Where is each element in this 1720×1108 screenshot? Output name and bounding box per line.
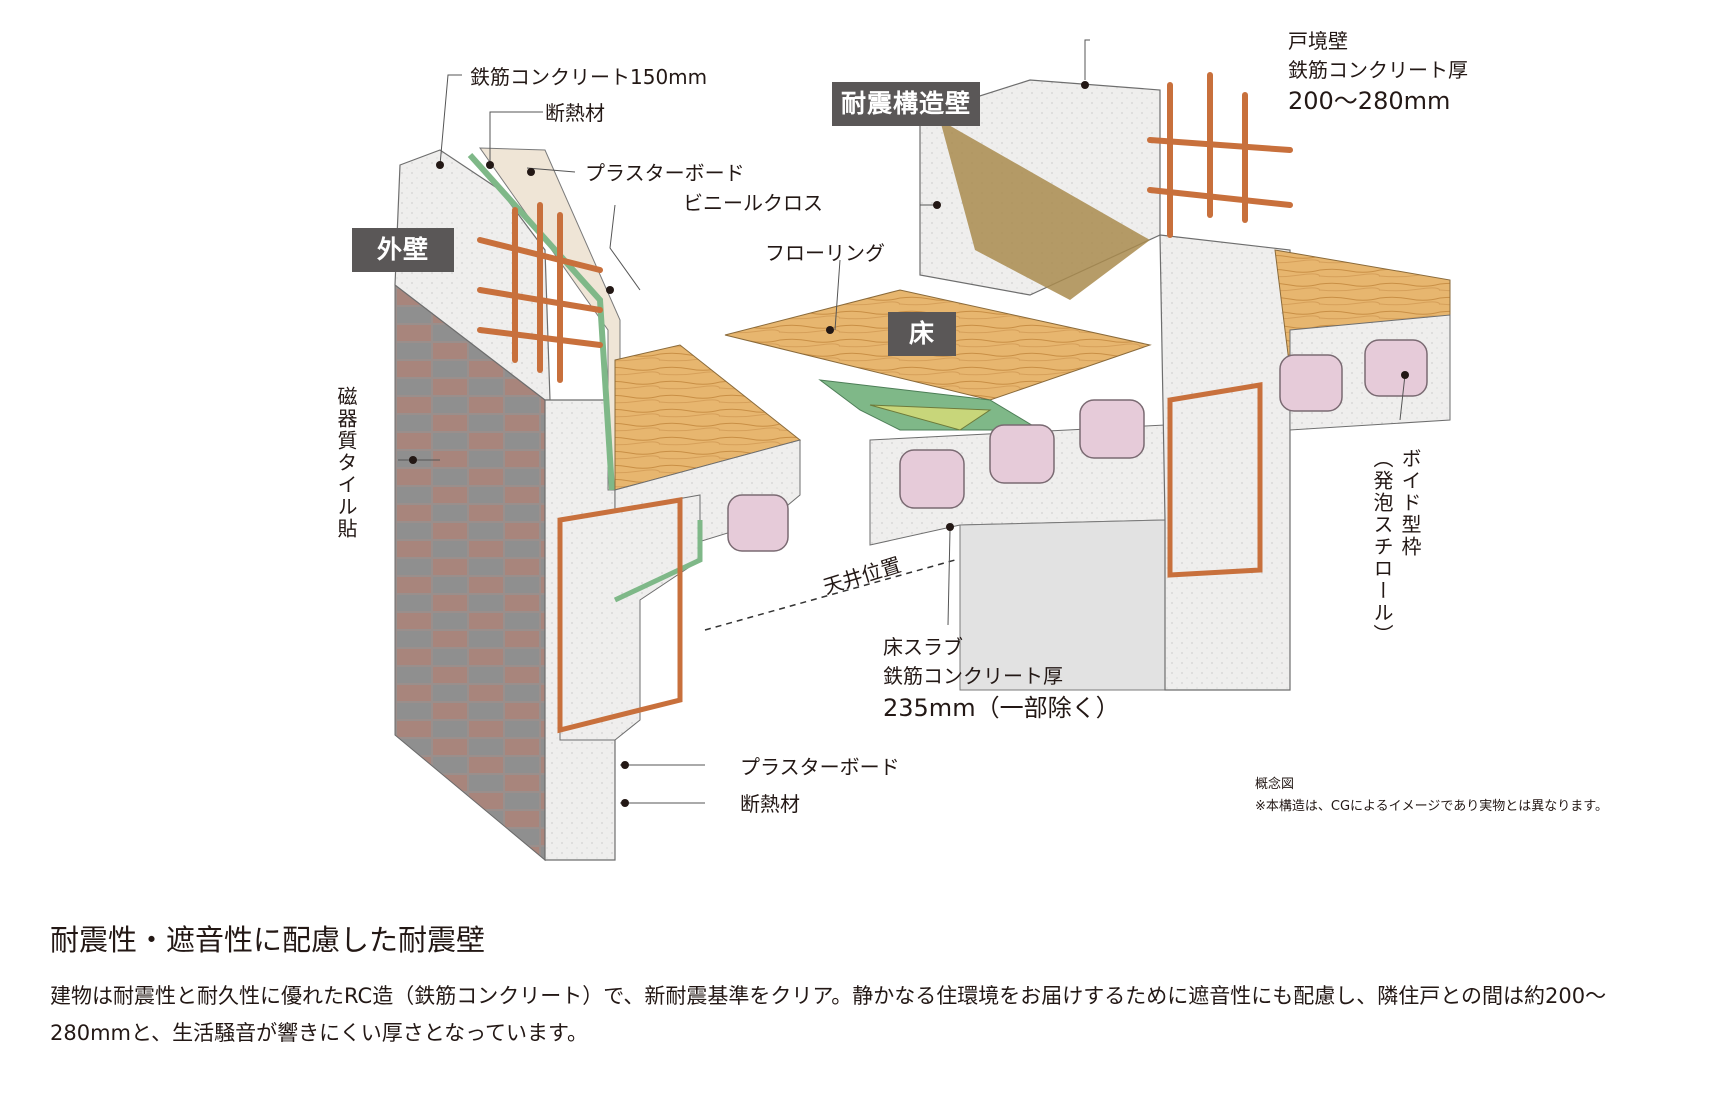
leader-dots [409, 81, 1409, 807]
label-lower-insulation: 断熱材 [740, 792, 800, 816]
label-vinyl-cloth: ビニールクロス [683, 191, 823, 215]
tag-floor: 床 [888, 312, 956, 356]
label-slab-size: 235mm（一部除く） [883, 694, 1120, 722]
label-slab-sub: 鉄筋コンクリート厚 [883, 664, 1063, 688]
label-tile: 磁器質タイル貼 [334, 386, 358, 540]
seismic-party-wall [919, 72, 1451, 691]
wall-structure-illustration [394, 39, 1451, 862]
tag-exterior-wall: 外壁 [352, 228, 454, 272]
leader-lines [398, 39, 1406, 804]
label-wall-concrete: 鉄筋コンクリート150mm [470, 65, 708, 89]
tag-seismic-wall: 耐震構造壁 [832, 82, 980, 126]
label-flooring: フローリング [765, 241, 885, 265]
caption-body: 建物は耐震性と耐久性に優れたRC造（鉄筋コンクリート）で、新耐震基準をクリア。静… [50, 984, 1607, 1045]
label-wall-plasterboard: プラスターボード [585, 161, 745, 185]
label-void-1: ボイド型枠 [1398, 448, 1422, 558]
label-lower-plasterboard: プラスターボード [740, 755, 900, 779]
label-wall-insulation: 断熱材 [545, 101, 605, 125]
label-slab-title: 床スラブ [883, 635, 963, 659]
label-note: ※本構造は、CGによるイメージであり実物とは異なります。 [1255, 799, 1608, 814]
label-void-2: （発泡スチロール） [1370, 448, 1394, 646]
label-party-wall-title: 戸境壁 [1288, 29, 1348, 53]
floor-slab-left [557, 344, 802, 741]
caption-title: 耐震性・遮音性に配慮した耐震壁 [50, 923, 486, 957]
label-party-wall-size: 200〜280mm [1288, 87, 1451, 115]
label-party-wall-sub: 鉄筋コンクリート厚 [1288, 58, 1468, 82]
label-concept: 概念図 [1255, 777, 1295, 792]
